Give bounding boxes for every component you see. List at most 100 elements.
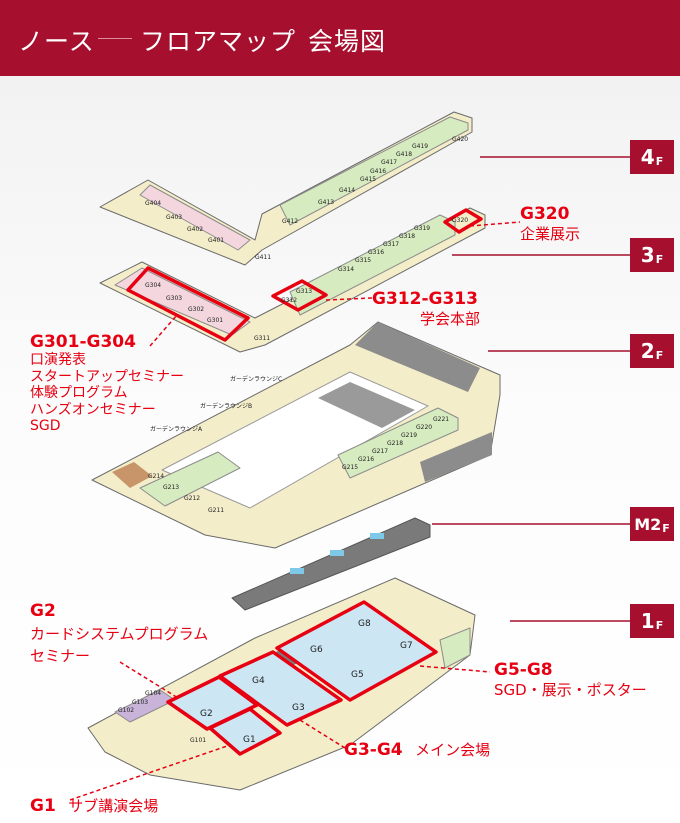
- callout-g2: G2 カードシステムプログラム セミナー: [30, 603, 208, 667]
- room-label-f3-14: G320: [452, 217, 468, 224]
- room-label-f2-11: G221: [433, 416, 449, 423]
- floor-badge-2f-number: 2: [640, 339, 655, 363]
- callout-g34: G3-G4 メイン会場: [344, 742, 490, 759]
- lounge-label-2: ガーデンラウンジB: [200, 402, 252, 410]
- room-label-f2-10: G220: [416, 424, 432, 431]
- room-label-f3-2: G303: [166, 295, 182, 302]
- callout-g312-desc: 学会本部: [420, 310, 481, 328]
- room-label-f3-1: G304: [145, 282, 161, 289]
- room-label-f4-12: G418: [396, 151, 412, 158]
- room-label-g7: G7: [400, 641, 413, 651]
- room-label-f3-6: G312: [281, 297, 297, 304]
- callout-g301-line-5: SGD: [30, 418, 61, 434]
- room-label-f4-2: G403: [166, 214, 182, 221]
- floor-badge-m2f-number: M2: [634, 514, 662, 534]
- m2f-window-1: [290, 568, 304, 574]
- room-label-g101: G101: [190, 737, 206, 744]
- callout-g312: G312-G313 学会本部: [372, 291, 481, 328]
- room-label-f3-12: G318: [399, 233, 415, 240]
- room-label-g8: G8: [358, 619, 371, 629]
- room-label-f2-8: G218: [387, 440, 403, 447]
- m2f-window-2: [330, 550, 344, 556]
- callout-g58-desc: SGD・展示・ポスター: [494, 681, 647, 699]
- room-label-f2-9: G219: [401, 432, 417, 439]
- floor-4f-plate: [99, 111, 473, 266]
- floor-connector-lines: [432, 156, 630, 622]
- room-label-f3-3: G302: [188, 306, 204, 313]
- floor-m2f-plate: [231, 517, 431, 611]
- f3-pink-block: [114, 267, 251, 336]
- lounge-label-1: ガーデンラウンジC: [230, 375, 282, 383]
- callout-leaders: [69, 221, 521, 801]
- room-label-f4-8: G414: [339, 187, 355, 194]
- callout-g58: G5-G8 SGD・展示・ポスター: [494, 660, 647, 699]
- g2-outline: [166, 675, 259, 731]
- f2-gray-block: [318, 382, 415, 428]
- room-label-f2-2: G212: [184, 495, 200, 502]
- room-label-f4-1: G404: [145, 200, 161, 207]
- room-label-f2-3: G213: [163, 484, 179, 491]
- callout-g34-desc: メイン会場: [415, 741, 491, 759]
- page-header: ノース フロアマップ 会場図: [0, 0, 680, 76]
- floor-badge-3f-suffix: F: [655, 252, 664, 266]
- g320-outline: [443, 208, 483, 234]
- f4-pink-block: [139, 184, 251, 251]
- room-label-f4-6: G412: [282, 218, 298, 225]
- floor-3f-plate: [99, 207, 486, 353]
- callout-g58-code: G5-G8: [494, 660, 553, 680]
- section-name: フロアマップ: [140, 27, 297, 56]
- highlight-outlines: [126, 208, 483, 756]
- floor-badge-4f-number: 4: [640, 145, 655, 169]
- callout-g1: G1 サブ講演会場: [30, 798, 158, 815]
- callout-g301-line-2: スタートアップセミナー: [30, 368, 184, 385]
- floor-badge-2f-suffix: F: [655, 348, 664, 362]
- callout-g320-desc: 企業展示: [520, 225, 581, 243]
- page-title: 会場図: [308, 27, 387, 56]
- callout-g2-line-1: カードシステムプログラム: [30, 625, 209, 643]
- room-label-f4-9: G415: [360, 176, 376, 183]
- room-label-f3-7: G313: [296, 288, 312, 295]
- room-label-f2-5: G215: [342, 464, 358, 471]
- callout-g1-desc: サブ講演会場: [68, 797, 159, 815]
- room-label-f3-4: G301: [207, 317, 223, 324]
- f2-green-block-east: [337, 407, 459, 479]
- room-label-f4-11: G417: [381, 159, 397, 166]
- room-label-f2-1: G211: [208, 507, 224, 514]
- floor-badge-1f-number: 1: [640, 609, 655, 633]
- callout-g320-code: G320: [520, 204, 570, 224]
- floor-badge-m2f-suffix: F: [662, 521, 670, 535]
- leader-g34: [299, 719, 346, 749]
- f2-brown-block: [112, 462, 152, 488]
- room-label-f4-14: G420: [452, 136, 468, 143]
- g5-g8-outline: [275, 600, 438, 702]
- f4-corridor: [99, 111, 473, 266]
- m2f-window-3: [370, 533, 384, 539]
- room-label-f4-10: G416: [370, 168, 386, 175]
- floor-map-diagram: G404 G403 G402 G401 G411 G412 G413 G414 …: [69, 111, 630, 801]
- room-label-g103: G103: [132, 699, 148, 706]
- callout-g2-line-2: セミナー: [30, 647, 91, 665]
- callout-g301-lines: 口演発表 スタートアップセミナー 体験プログラム ハンズオンセミナー SGD: [30, 352, 184, 435]
- floor-badge-3f-number: 3: [640, 243, 655, 267]
- leader-g58: [419, 665, 491, 673]
- callout-g34-code: G3-G4: [344, 740, 403, 760]
- g3-g4-outline: [218, 650, 343, 727]
- floor-2f-plate: [91, 321, 501, 549]
- room-label-f3-8: G314: [338, 266, 354, 273]
- callout-g2-code: G2: [30, 601, 56, 621]
- building-name: ノース: [18, 27, 95, 56]
- callout-g320: G320 企業展示: [520, 204, 581, 243]
- floor-map-stage: G404 G403 G402 G401 G411 G412 G413 G414 …: [0, 76, 680, 823]
- room-label-g3: G3: [292, 703, 305, 713]
- room-label-g4: G4: [252, 676, 265, 686]
- title-separator: [98, 38, 132, 39]
- room-label-f2-6: G216: [358, 456, 374, 463]
- callout-g301-line-4: ハンズオンセミナー: [30, 401, 156, 418]
- callout-g301: G301-G304 口演発表 スタートアップセミナー 体験プログラム ハンズオン…: [30, 334, 184, 435]
- f2-dark-block-east: [420, 432, 492, 482]
- room-label-f3-10: G316: [368, 249, 384, 256]
- callout-g301-line-1: 口演発表: [30, 352, 86, 368]
